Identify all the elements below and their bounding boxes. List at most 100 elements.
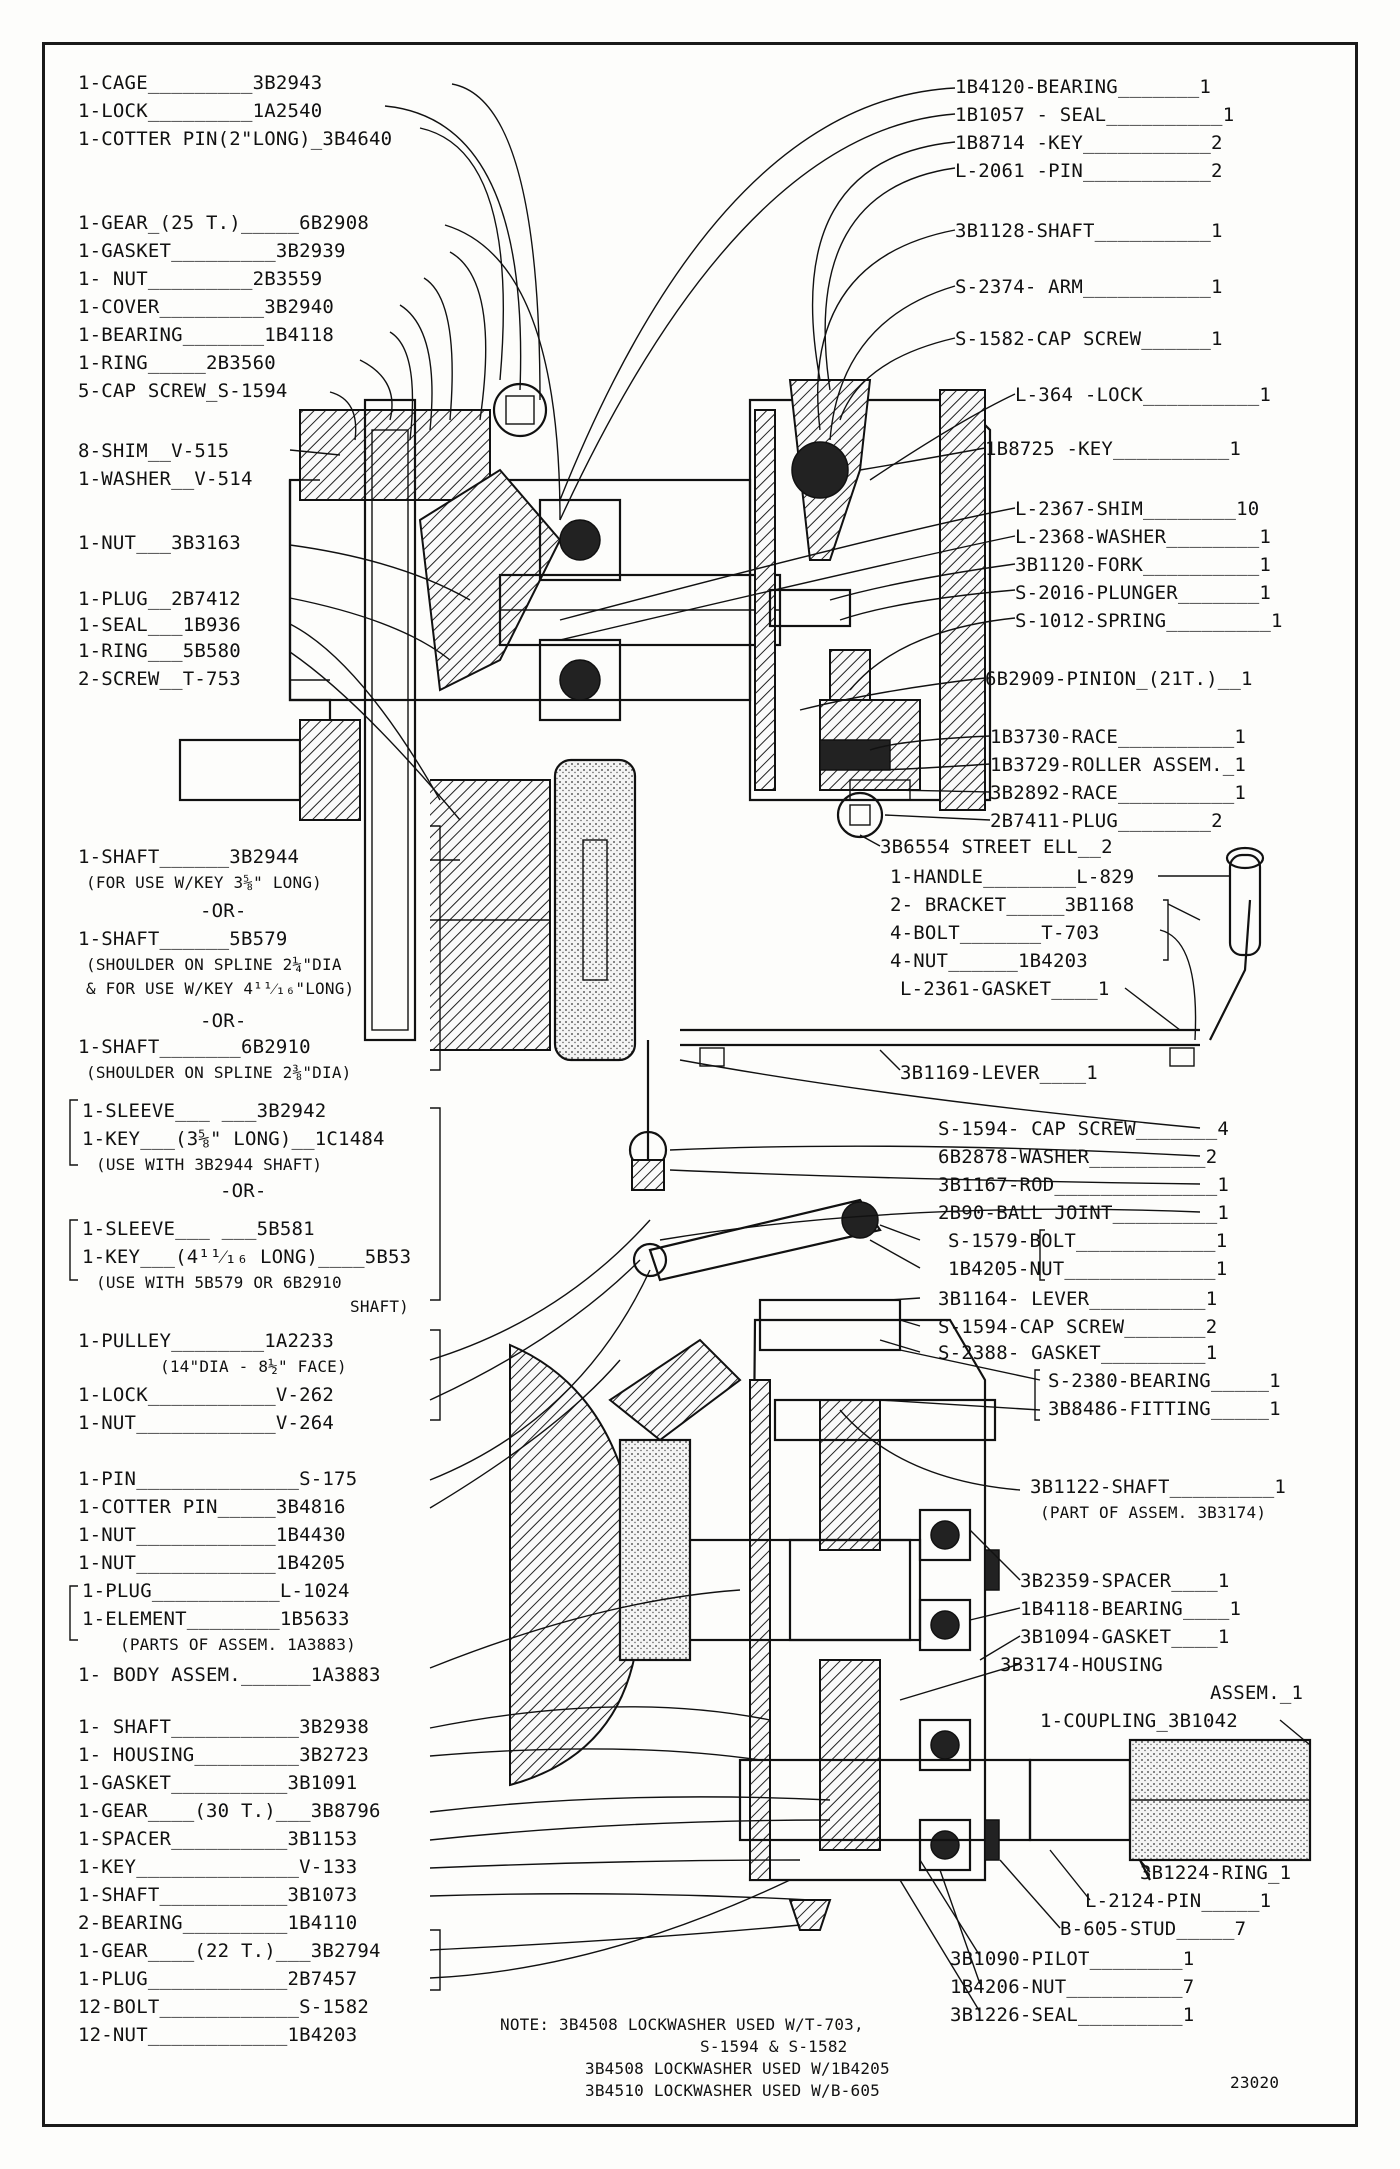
part-label: 1-KEY___(4¹¹⁄₁₆ LONG)____5B53 — [82, 1246, 412, 1268]
part-note: & FOR USE W/KEY 4¹¹⁄₁₆"LONG) — [86, 979, 355, 998]
part-label: 1-PLUG__2B7412 — [78, 588, 241, 610]
part-label: 1-HANDLE________L-829 — [890, 866, 1135, 888]
part-label: 1-PLUG___________L-1024 — [82, 1580, 350, 1602]
part-label: 1-NUT___3B3163 — [78, 532, 241, 554]
part-label: L-2124-PIN_____1 — [1085, 1890, 1272, 1912]
sheet-border — [42, 42, 1358, 2127]
part-label: 3B6554 STREET ELL__2 — [880, 836, 1113, 858]
note-line: S-1594 & S-1582 — [700, 2037, 848, 2056]
part-label: 1-NUT____________1B4430 — [78, 1524, 346, 1546]
part-label: 1B1057 - SEAL__________1 — [955, 104, 1235, 126]
part-label: 2- BRACKET_____3B1168 — [890, 894, 1135, 916]
part-label: S-1582-CAP SCREW______1 — [955, 328, 1223, 350]
clutch-housing — [748, 379, 992, 839]
part-label: 3B1226-SEAL_________1 — [950, 2004, 1195, 2026]
part-label: 3B1128-SHAFT__________1 — [955, 220, 1223, 242]
lower-gear-housing — [678, 1298, 1032, 1931]
or-separator: -OR- — [200, 900, 247, 922]
part-label: 1B8725 -KEY__________1 — [985, 438, 1242, 460]
part-label: 4-NUT______1B4203 — [890, 950, 1088, 972]
part-label: 1-SHAFT_______6B2910 — [78, 1036, 311, 1058]
part-label: 1B8714 -KEY___________2 — [955, 132, 1223, 154]
part-label: 1-COUPLING_3B1042 — [1040, 1710, 1238, 1732]
part-label: S-1579-BOLT____________1 — [948, 1230, 1228, 1252]
part-note: (PART OF ASSEM. 3B3174) — [1040, 1503, 1267, 1522]
part-label: 3B1167-ROD______________1 — [938, 1174, 1229, 1196]
note-line: 3B4510 LOCKWASHER USED W/B-605 — [585, 2081, 880, 2100]
part-label: 1- BODY ASSEM.______1A3883 — [78, 1664, 381, 1686]
part-label: 3B8486-FITTING_____1 — [1048, 1398, 1281, 1420]
part-label: 2B7411-PLUG________2 — [990, 810, 1223, 832]
part-label: 3B3174-HOUSING — [1000, 1654, 1163, 1676]
pulley — [430, 758, 637, 1062]
part-label: S-1594-CAP SCREW_______2 — [938, 1316, 1218, 1338]
part-label: 1-CAGE_________3B2943 — [78, 72, 323, 94]
part-label: 1-SHAFT___________3B1073 — [78, 1884, 358, 1906]
part-label: 1-GASKET_________3B2939 — [78, 240, 346, 262]
or-separator: -OR- — [200, 1010, 247, 1032]
part-label: 1-RING___5B580 — [78, 640, 241, 662]
right-leader-lines — [559, 87, 1311, 2013]
part-label: S-2388- GASKET_________1 — [938, 1342, 1218, 1364]
part-label: 1B4206-NUT__________7 — [950, 1976, 1195, 1998]
part-label: L-2368-WASHER________1 — [1015, 526, 1272, 548]
part-label: 12-BOLT____________S-1582 — [78, 1996, 369, 2018]
part-label: 1-LOCK_________1A2540 — [78, 100, 323, 122]
part-label: 3B1120-FORK__________1 — [1015, 554, 1272, 576]
figure-number: 23020 — [1230, 2073, 1280, 2092]
part-label: 1-PLUG____________2B7457 — [78, 1968, 358, 1990]
part-label: 1-GEAR____(22 T.)___3B2794 — [78, 1940, 381, 1962]
part-label: 1B4118-BEARING____1 — [1020, 1598, 1242, 1620]
part-label: 1-KEY______________V-133 — [78, 1856, 358, 1878]
part-note: (SHOULDER ON SPLINE 2⅜"DIA) — [86, 1063, 352, 1082]
part-label: 1-SHAFT______3B2944 — [78, 846, 300, 868]
part-label: 1-NUT____________V-264 — [78, 1412, 335, 1434]
part-label: L-2061 -PIN___________2 — [955, 160, 1223, 182]
part-label: 3B1169-LEVER____1 — [900, 1062, 1098, 1084]
part-label: 8-SHIM__V-515 — [78, 440, 230, 462]
part-label: S-1594- CAP SCREW_______4 — [938, 1118, 1229, 1140]
part-label: 5-CAP SCREW_S-1594 — [78, 380, 288, 402]
part-label: 1-BEARING_______1B4118 — [78, 324, 335, 346]
part-label: 1B4120-BEARING_______1 — [955, 76, 1212, 98]
part-label: L-2367-SHIM________10 — [1015, 498, 1260, 520]
drive-shaft-stub — [178, 719, 361, 821]
part-note: (14"DIA - 8½" FACE) — [160, 1357, 347, 1376]
left-leader-lines — [289, 83, 831, 1979]
part-label: 2-SCREW__T-753 — [78, 668, 241, 690]
part-label: 3B1094-GASKET____1 — [1020, 1626, 1230, 1648]
part-label: 1B3729-ROLLER ASSEM._1 — [990, 754, 1247, 776]
upper-bearing-pair — [538, 498, 622, 722]
part-label: 1-SLEEVE___ ___5B581 — [82, 1218, 315, 1240]
part-note: (FOR USE W/KEY 3⅝" LONG) — [86, 873, 322, 892]
part-label: 1- NUT_________2B3559 — [78, 268, 323, 290]
part-label: 3B1164- LEVER__________1 — [938, 1288, 1218, 1310]
part-label: 1-WASHER__V-514 — [78, 468, 253, 490]
part-label: B-605-STUD_____7 — [1060, 1918, 1247, 1940]
part-label: 1-NUT____________1B4205 — [78, 1552, 346, 1574]
part-label: 1-GEAR_(25 T.)_____6B2908 — [78, 212, 369, 234]
part-label: 2B90-BALL JOINT_________1 — [938, 1202, 1229, 1224]
part-label: ASSEM._1 — [1210, 1682, 1304, 1704]
part-label: 1- HOUSING_________3B2723 — [78, 1744, 369, 1766]
part-label: 1-ELEMENT________1B5633 — [82, 1608, 350, 1630]
part-label: S-2374- ARM___________1 — [955, 276, 1223, 298]
part-label: 1- SHAFT___________3B2938 — [78, 1716, 369, 1738]
note-line: NOTE: 3B4508 LOCKWASHER USED W/T-703, — [500, 2015, 864, 2034]
or-separator: -OR- — [220, 1180, 267, 1202]
body-assembly — [509, 1338, 742, 1787]
part-label: 1B4205-NUT_____________1 — [948, 1258, 1228, 1280]
part-note: (SHOULDER ON SPLINE 2¼"DIA — [86, 955, 342, 974]
part-label: 1-SPACER__________3B1153 — [78, 1828, 358, 1850]
part-label: 1-SEAL___1B936 — [78, 614, 241, 636]
part-label: 4-BOLT_______T-703 — [890, 922, 1100, 944]
part-label: 1-PULLEY________1A2233 — [78, 1330, 335, 1352]
part-note: SHAFT) — [350, 1297, 409, 1316]
part-label: 3B2892-RACE__________1 — [990, 782, 1247, 804]
part-label: 1-LOCK___________V-262 — [78, 1384, 335, 1406]
cover-bracket — [492, 382, 548, 438]
upper-gear-housing — [288, 398, 782, 1042]
part-label: 1-SHAFT______5B579 — [78, 928, 288, 950]
part-label: S-2016-PLUNGER_______1 — [1015, 582, 1272, 604]
